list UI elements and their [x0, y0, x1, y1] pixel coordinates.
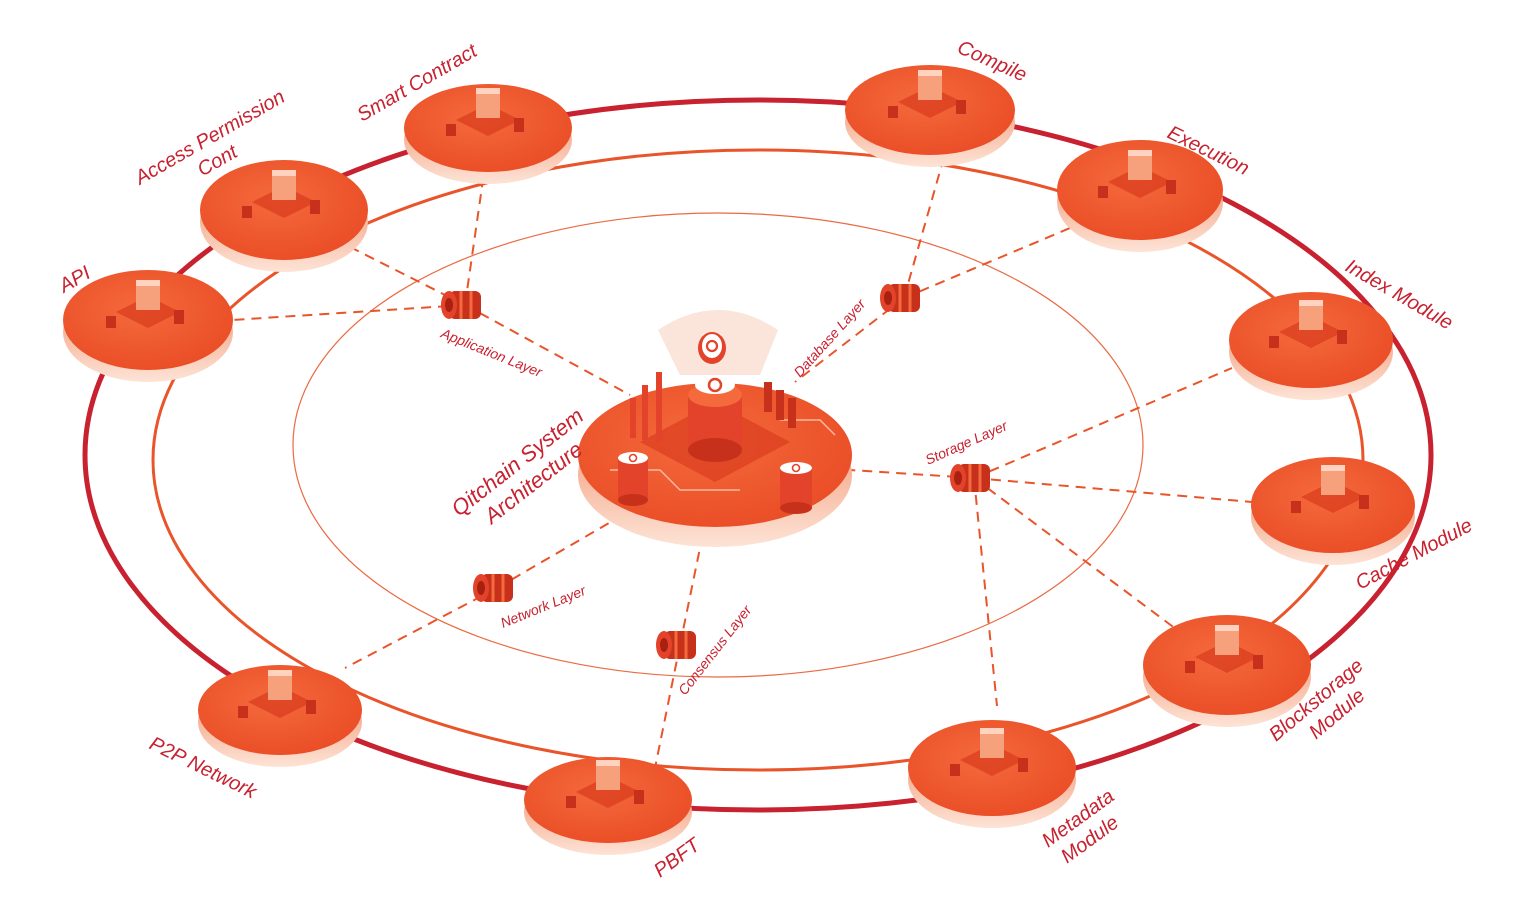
- center-hub: [578, 310, 852, 547]
- bar-columns: [630, 372, 796, 442]
- layer-label-application: Application Layer: [438, 325, 546, 381]
- layer-drums: [441, 284, 990, 659]
- node-illustration-icon: [888, 70, 966, 118]
- node-cache-module: [1251, 457, 1415, 565]
- node-api: [63, 270, 233, 382]
- connector-line: [903, 227, 1071, 299]
- connector-line: [464, 304, 631, 396]
- inner-ring: [151, 148, 1365, 772]
- layer-label-storage: Storage Layer: [923, 417, 1011, 468]
- node-illustration-icon: [242, 170, 320, 218]
- node-illustration-icon: [1291, 465, 1369, 513]
- connector-line: [973, 477, 1181, 633]
- node-illustration-icon: [950, 728, 1028, 776]
- node-compile: [845, 65, 1015, 167]
- drum-storage-icon: [950, 464, 990, 492]
- outer-ring: [82, 97, 1434, 813]
- drum-database-icon: [880, 284, 920, 312]
- node-illustration-icon: [106, 280, 184, 328]
- connector-line: [496, 511, 629, 589]
- node-p2p-network: [198, 665, 362, 767]
- node-illustration-icon: [1185, 625, 1263, 673]
- coin-stack-center: [688, 376, 742, 462]
- connector-line: [344, 587, 498, 669]
- connector-line: [973, 477, 998, 707]
- thin-ring: [292, 212, 1144, 678]
- node-illustration-icon: [238, 670, 316, 718]
- module-nodes: [63, 65, 1415, 855]
- drum-network-icon: [473, 574, 513, 602]
- connector-line: [654, 644, 681, 769]
- node-metadata-module: [908, 720, 1076, 828]
- node-illustration-icon: [566, 760, 644, 808]
- connector-line: [794, 297, 905, 383]
- logo-coin-icon: [698, 332, 726, 364]
- connector-line: [464, 144, 489, 306]
- node-illustration-icon: [1098, 150, 1176, 198]
- layer-label-database: Database Layer: [790, 295, 869, 380]
- node-blockstorage-module: [1143, 615, 1311, 727]
- node-access-permission: [200, 160, 368, 272]
- connector-line: [679, 547, 701, 646]
- connector-line: [973, 477, 1253, 503]
- node-pbft: [524, 757, 692, 855]
- drum-application-icon: [441, 291, 481, 319]
- node-illustration-icon: [446, 88, 524, 136]
- node-index-module: [1229, 292, 1393, 400]
- node-illustration-icon: [1269, 300, 1347, 348]
- coin-stack-right: [780, 462, 812, 514]
- connector-line: [973, 367, 1233, 479]
- node-execution: [1057, 140, 1223, 252]
- connector-line: [903, 149, 947, 299]
- drum-consensus-icon: [656, 631, 696, 659]
- connector-line: [231, 304, 466, 321]
- node-smart-contract: [404, 84, 572, 184]
- coin-stack-left: [618, 452, 648, 506]
